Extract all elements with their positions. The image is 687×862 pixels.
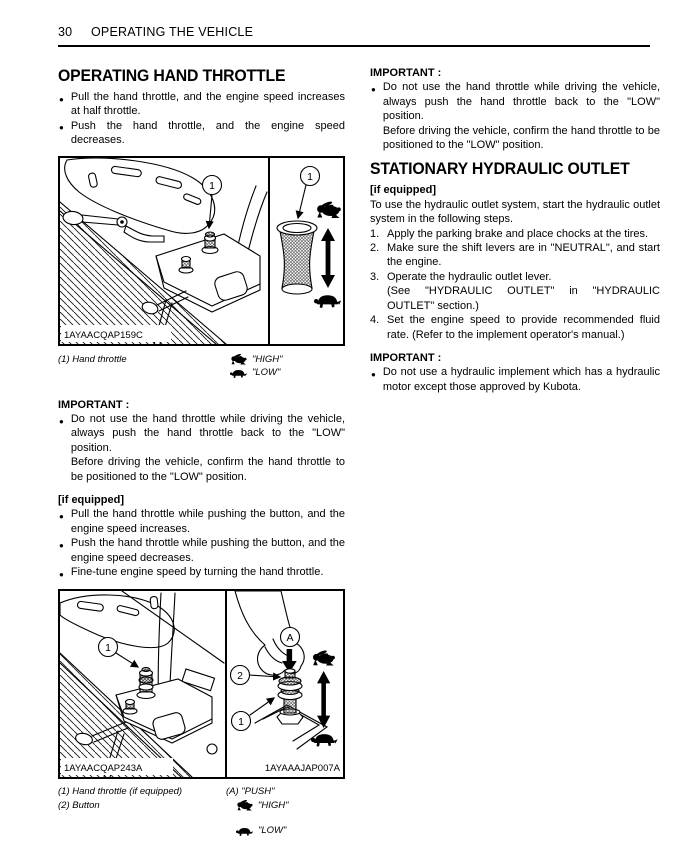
- step-number: 4.: [370, 314, 380, 327]
- section-title-operating-hand-throttle: OPERATING HAND THROTTLE: [58, 66, 286, 85]
- legend-high-row: "HIGH": [230, 353, 283, 367]
- left-column: OPERATING HAND THROTTLE Pull the hand th…: [58, 66, 345, 847]
- if-equipped-label: [if equipped]: [370, 184, 436, 197]
- step-item: 1. Apply the parking brake and place cho…: [370, 227, 660, 241]
- legend-item: (A) "PUSH": [226, 786, 275, 797]
- figure1-legend: (1) Hand throttle "HIGH" "LOW": [58, 353, 345, 381]
- double-arrow-icon: [321, 227, 335, 288]
- rabbit-icon: [236, 799, 253, 811]
- header-title: OPERATING THE VEHICLE: [91, 25, 254, 39]
- callout-1-badge: [97, 636, 119, 658]
- hydraulic-steps-list: 1. Apply the parking brake and place cho…: [370, 227, 660, 342]
- important-heading: IMPORTANT :: [370, 67, 442, 79]
- callout-1-label: 1: [105, 642, 111, 654]
- bullet-item: Push the hand throttle while pushing the…: [58, 536, 345, 565]
- if-equipped-label: [if equipped]: [58, 494, 124, 507]
- important-note: IMPORTANT : Do not use the hand throttle…: [370, 66, 660, 152]
- step-number: 1.: [370, 227, 380, 240]
- bullet-item: Pull the hand throttle, and the engine s…: [58, 90, 345, 119]
- step-number: 3.: [370, 270, 380, 283]
- callout-1-badge: [299, 165, 321, 186]
- callout-2-badge: [229, 664, 251, 686]
- rabbit-icon: [312, 649, 335, 666]
- legend-low-row: "LOW": [230, 366, 283, 380]
- turtle-icon: [230, 368, 247, 378]
- page-number: 30: [58, 25, 73, 39]
- legend-high-row: "HIGH": [226, 799, 289, 813]
- bullet-item: Pull the hand throttle while pushing the…: [58, 507, 345, 536]
- bullet-item: Push the hand throttle, and the engine s…: [58, 119, 345, 148]
- rabbit-icon: [230, 353, 247, 365]
- rabbit-icon: [317, 200, 341, 218]
- page-header: 30 OPERATING THE VEHICLE: [58, 25, 650, 39]
- figure1-knob-detail: 1: [268, 157, 342, 344]
- right-column: IMPORTANT : Do not use the hand throttle…: [370, 66, 660, 394]
- callout-1-label: 1: [238, 716, 244, 728]
- callout-a-label: A: [286, 632, 293, 644]
- callout-a-badge: [279, 626, 301, 648]
- callout-2-label: 2: [237, 670, 243, 682]
- hydraulic-intro: To use the hydraulic outlet system, star…: [370, 198, 660, 226]
- figure2-legend: (1) Hand throttle (if equipped) (2) Butt…: [58, 785, 345, 847]
- figure1-code: 1AYAACQAP159C: [64, 330, 143, 341]
- legend-item: (1) Hand throttle (if equipped): [58, 786, 183, 797]
- header-rule: [58, 45, 650, 47]
- important-heading: IMPORTANT :: [370, 351, 442, 364]
- step-subtext: (See "HYDRAULIC OUTLET" in "HYDRAULIC OU…: [387, 285, 660, 312]
- step-text: Apply the parking brake and place chocks…: [387, 227, 649, 240]
- figure2-knob-detail: A 2 1 1AYAAAJAP007A: [225, 591, 341, 777]
- section-title-stationary-hydraulic-outlet: STATIONARY HYDRAULIC OUTLET: [370, 159, 630, 179]
- legend-item: (2) Button: [58, 799, 100, 811]
- important-item: Do not use a hydraulic implement which h…: [370, 365, 660, 394]
- callout-1-label: 1: [209, 180, 215, 192]
- legend-item: (1) Hand throttle: [58, 353, 127, 365]
- throttle-bullet-list: Pull the hand throttle, and the engine s…: [58, 90, 345, 148]
- figure2-panel-drawing: 1 1AYAACQAP243A: [60, 591, 225, 777]
- step-text: Set the engine speed to provide recommen…: [387, 314, 660, 341]
- figure2-right-code: 1AYAAAJAP007A: [265, 763, 341, 774]
- figure2-left-code: 1AYAACQAP243A: [64, 763, 143, 774]
- figure-hand-throttle: 1 1AYAACQAP159C 1: [58, 155, 345, 346]
- equipped-bullet-list: Pull the hand throttle while pushing the…: [58, 507, 345, 582]
- callout-1-badge: [201, 174, 223, 195]
- step-item: 4. Set the engine speed to provide recom…: [370, 313, 660, 342]
- callout-1-label: 1: [307, 171, 313, 183]
- step-item: 2. Make sure the shift levers are in "NE…: [370, 241, 660, 270]
- step-text: Operate the hydraulic outlet lever.: [387, 270, 552, 283]
- figure1-panel-drawing: 1 1AYAACQAP159C: [60, 157, 268, 344]
- turtle-icon: [236, 826, 253, 836]
- legend-low-row: "LOW": [226, 824, 289, 838]
- turtle-icon: [314, 294, 342, 308]
- step-text: Make sure the shift levers are in "NEUTR…: [387, 242, 660, 269]
- important-heading: IMPORTANT :: [58, 398, 130, 411]
- bullet-item: Fine-tune engine speed by turning the ha…: [58, 565, 345, 582]
- important-item: Do not use the hand throttle while drivi…: [58, 412, 345, 484]
- important-item: Do not use the hand throttle while drivi…: [370, 80, 660, 152]
- double-arrow-icon: [317, 671, 331, 728]
- step-number: 2.: [370, 242, 380, 255]
- important-note: IMPORTANT : Do not use the hand throttle…: [58, 398, 345, 484]
- callout-1-badge: [230, 710, 252, 732]
- figure-hand-throttle-equipped: 1 1AYAACQAP243A A 2: [58, 589, 345, 779]
- step-item: 3. Operate the hydraulic outlet lever. (…: [370, 270, 660, 313]
- important-note: IMPORTANT : Do not use a hydraulic imple…: [370, 351, 660, 394]
